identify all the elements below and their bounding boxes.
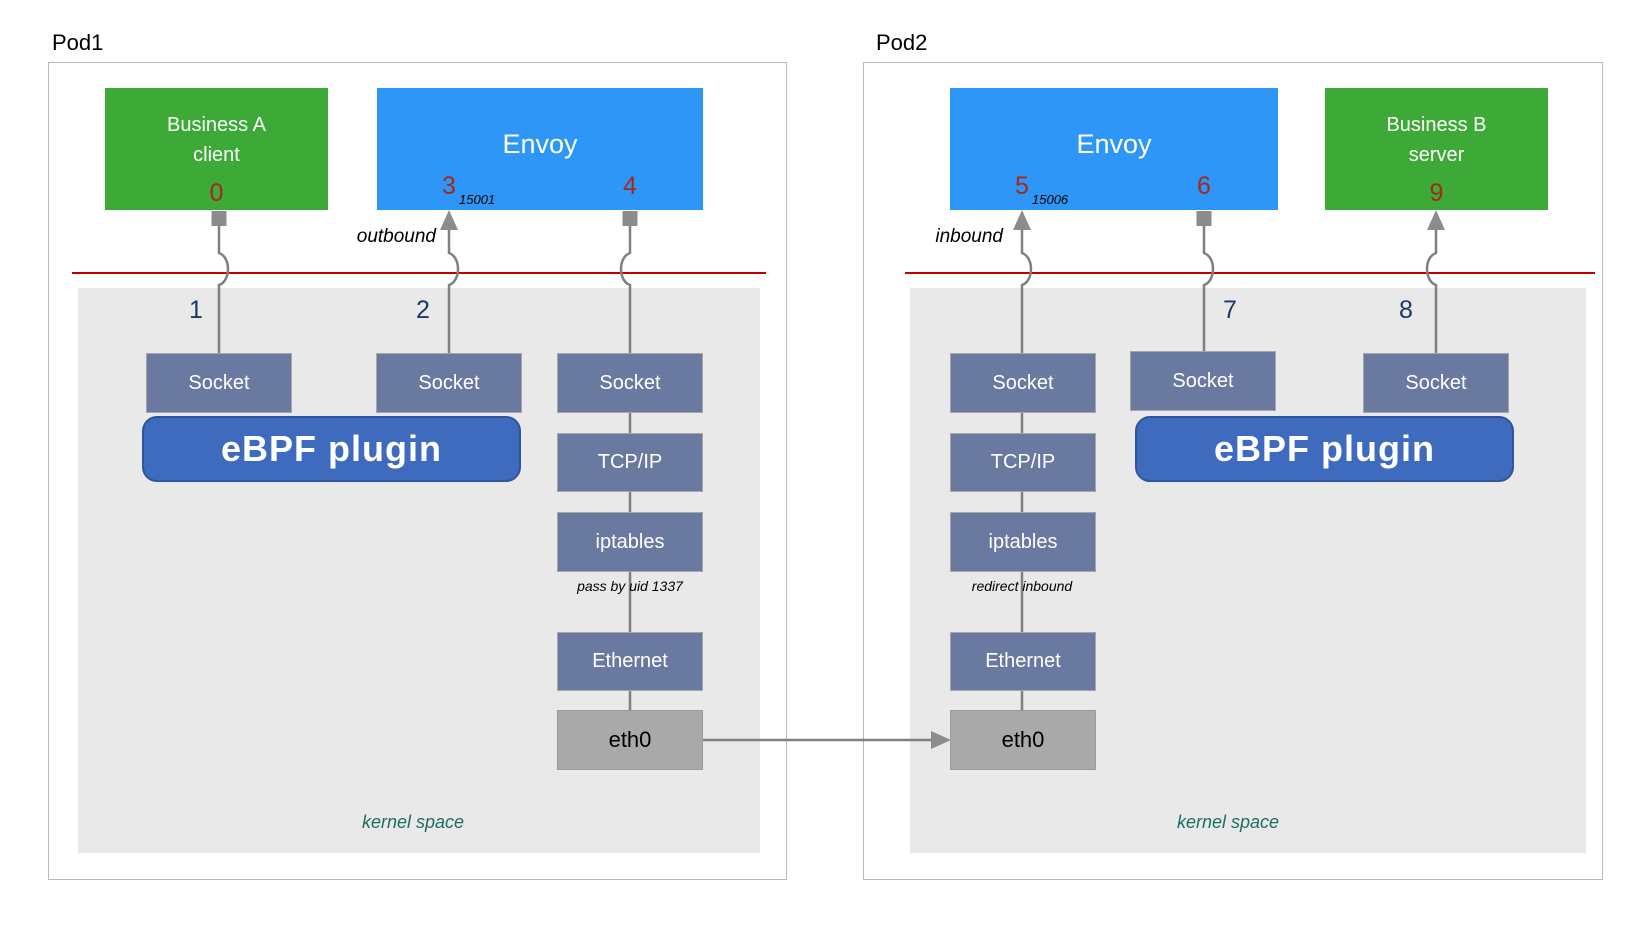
- pod1-envoy-label: Envoy: [502, 129, 578, 159]
- pod1-envoy-port-15001: 15001: [459, 192, 496, 207]
- pod2-socket2-label: Socket: [1172, 369, 1234, 392]
- pod2-ethernet-label: Ethernet: [985, 650, 1061, 672]
- pod1-socket2-to-envoy-line: [447, 229, 460, 353]
- pod2-step-5: 5: [1015, 172, 1029, 200]
- pod2-envoy-arrowhead-up: [1013, 210, 1031, 230]
- pod2-ebpf-plugin-box: eBPF plugin: [1135, 416, 1514, 482]
- pod1-tcpip-label: TCP/IP: [597, 451, 663, 473]
- pod1-step-4: 4: [623, 172, 637, 200]
- pod2-socket3-to-server-line: [1425, 229, 1438, 353]
- pod2-iptables-label: iptables: [988, 530, 1058, 553]
- pod2-kernel-space-label: kernel space: [1176, 812, 1280, 832]
- pod2-socket2-box: Socket: [1130, 351, 1276, 411]
- pod1-envoy-box: [377, 88, 703, 210]
- pod2-server-arrowhead-up: [1427, 210, 1445, 230]
- pod1-userspace-kernel-divider: [72, 272, 766, 274]
- pod2-userspace-kernel-divider: [905, 272, 1595, 274]
- pod2-step-9: 9: [1429, 179, 1444, 207]
- pod1-envoy-arrowhead-up: [440, 210, 458, 230]
- pod2-envoy-endpoint-square: [1196, 211, 1212, 226]
- pod1-client-endpoint-square: [211, 211, 227, 226]
- pod1-socket1-label: Socket: [188, 371, 250, 394]
- pod1-eth0-box: eth0: [557, 710, 703, 770]
- pod2-eth0-label: eth0: [1001, 727, 1045, 752]
- pod2-iptables-note: redirect inbound: [971, 578, 1073, 594]
- pod1-ebpf-plugin-box: eBPF plugin: [142, 416, 521, 482]
- pod2-step-8: 8: [1399, 296, 1413, 324]
- pod1-socket3-box: Socket: [557, 353, 703, 413]
- pod1-business-a-line1: Business A: [167, 114, 266, 136]
- pod2-step-7: 7: [1223, 296, 1237, 324]
- pod1-step-0: 0: [209, 179, 224, 207]
- pod1-business-a-line2: client: [193, 144, 240, 166]
- pod2-envoy-box: [950, 88, 1278, 210]
- pod2-tcpip-box: TCP/IP: [950, 433, 1096, 492]
- pod2-iptables-box: iptables: [950, 512, 1096, 572]
- pod1-envoy-endpoint-square: [622, 211, 638, 226]
- pod1-socket1-box: Socket: [146, 353, 292, 413]
- pod2-envoy-port-15006: 15006: [1032, 192, 1069, 207]
- pod2-envoy-label: Envoy: [1076, 129, 1152, 159]
- pod2-tcpip-label: TCP/IP: [990, 451, 1056, 473]
- pod1-step-2: 2: [416, 296, 430, 324]
- pod1-iptables-note: pass by uid 1337: [577, 578, 683, 594]
- pod1-socket3-label: Socket: [599, 371, 661, 394]
- pod2-envoy-to-socket2-line: [1202, 226, 1215, 351]
- pod1-kernel-space-label: kernel space: [361, 812, 465, 832]
- pod1-ethernet-label: Ethernet: [592, 650, 668, 672]
- pod1-iptables-box: iptables: [557, 512, 703, 572]
- pod1-title: Pod1: [52, 30, 104, 55]
- pod2-ethernet-box: Ethernet: [950, 632, 1096, 691]
- pod2-ebpf-plugin-label: eBPF plugin: [1214, 428, 1435, 469]
- pod1-outbound-label: outbound: [356, 226, 436, 247]
- pod2-socket3-box: Socket: [1363, 353, 1509, 413]
- pod1-ebpf-plugin-label: eBPF plugin: [221, 428, 442, 469]
- pod1-tcpip-box: TCP/IP: [557, 433, 703, 492]
- pod2-business-b-line2: server: [1408, 144, 1465, 166]
- pod1-socket2-box: Socket: [376, 353, 522, 413]
- pod1-step-3: 3: [442, 172, 456, 200]
- pod2-inbound-label: inbound: [935, 226, 1003, 247]
- pod1-client-to-socket1-line: [217, 226, 230, 353]
- pod2-step-6: 6: [1197, 172, 1211, 200]
- pod1-iptables-label: iptables: [595, 530, 665, 553]
- pod1-eth0-label: eth0: [608, 727, 652, 752]
- pod2-title: Pod2: [876, 30, 928, 55]
- eth0-arrowhead-right: [931, 731, 951, 749]
- pod1-envoy-to-socket3-line: [619, 226, 632, 353]
- pod2-socket1-label: Socket: [992, 371, 1054, 394]
- pod2-business-b-line1: Business B: [1386, 114, 1487, 136]
- pod2-stack-to-envoy-line: [1020, 229, 1033, 710]
- pod2-business-b-server-box: [1325, 88, 1548, 210]
- pod1-ethernet-box: Ethernet: [557, 632, 703, 691]
- pod1-step-1: 1: [189, 296, 203, 324]
- pod1-business-a-client-box: [105, 88, 328, 210]
- pod2-eth0-box: eth0: [950, 710, 1096, 770]
- pod2-socket3-label: Socket: [1405, 371, 1467, 394]
- pod1-socket2-label: Socket: [418, 371, 480, 394]
- pod2-socket1-box: Socket: [950, 353, 1096, 413]
